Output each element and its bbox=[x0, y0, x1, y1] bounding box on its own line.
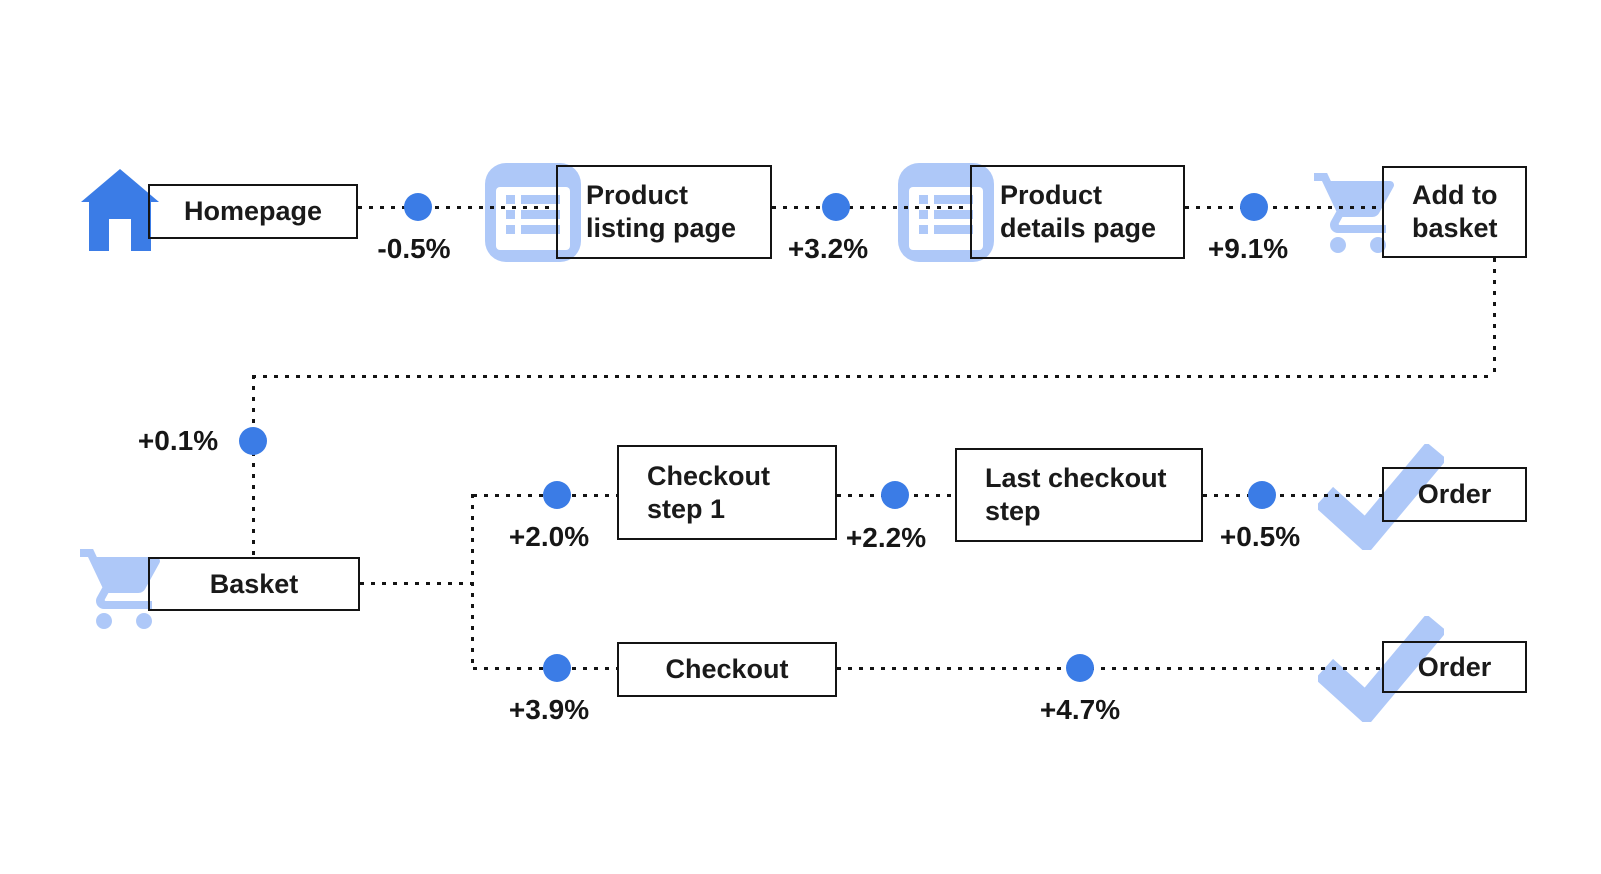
edge-label-basket-checkout: +3.9% bbox=[508, 694, 590, 725]
connector-homepage-listing bbox=[358, 206, 556, 209]
flow-dot bbox=[1248, 481, 1276, 509]
connector-details-addtobasket bbox=[1185, 206, 1382, 209]
node-add-to-basket: Add to basket bbox=[1382, 166, 1527, 258]
edge-label-homepage-listing: -0.5% bbox=[377, 233, 451, 264]
flow-dot bbox=[404, 193, 432, 221]
connector-last-order bbox=[1203, 494, 1382, 497]
flow-dot bbox=[822, 193, 850, 221]
check-icon bbox=[1318, 444, 1444, 550]
node-label-line1: Product bbox=[1000, 180, 1103, 210]
node-homepage: Homepage bbox=[148, 184, 358, 239]
node-label-line2: details page bbox=[1000, 213, 1157, 243]
connector-down-to-basket bbox=[252, 375, 255, 558]
flow-dot bbox=[881, 481, 909, 509]
flow-dot bbox=[543, 481, 571, 509]
edge-label-listing-details: +3.2% bbox=[787, 233, 869, 264]
node-label: Homepage bbox=[183, 196, 323, 226]
node-basket: Basket bbox=[148, 557, 360, 611]
node-label-line1: Last checkout bbox=[985, 463, 1167, 493]
node-product-listing-page: Product listing page bbox=[556, 165, 772, 259]
node-label-line2: listing page bbox=[586, 213, 737, 243]
flow-dot bbox=[239, 427, 267, 455]
node-label: Order bbox=[1417, 479, 1492, 509]
connector-basket-branch bbox=[360, 582, 474, 585]
node-label-line1: Add to bbox=[1412, 180, 1498, 210]
connector-checkout-order bbox=[837, 667, 1382, 670]
connector-return-across bbox=[252, 375, 1495, 378]
node-product-details-page: Product details page bbox=[970, 165, 1185, 259]
connector-addtobasket-down bbox=[1493, 258, 1496, 378]
edge-label-checkout1-last: +2.2% bbox=[845, 522, 927, 553]
node-last-checkout-step: Last checkout step bbox=[955, 448, 1203, 542]
home-icon bbox=[72, 162, 168, 258]
cart-icon bbox=[76, 540, 172, 638]
flow-dot bbox=[543, 654, 571, 682]
flow-dot bbox=[1066, 654, 1094, 682]
flow-dot bbox=[1240, 193, 1268, 221]
node-label: Order bbox=[1417, 651, 1492, 682]
connector-listing-details bbox=[772, 206, 970, 209]
cart-icon bbox=[1310, 164, 1406, 262]
node-label-line2: step 1 bbox=[647, 493, 726, 524]
node-label-line1: Product bbox=[586, 180, 689, 210]
edge-label-addtobasket-basket: +0.1% bbox=[137, 425, 219, 456]
node-label-line1: Checkout bbox=[647, 460, 771, 491]
node-label-line2: basket bbox=[1412, 213, 1498, 243]
edge-label-last-order: +0.5% bbox=[1219, 521, 1301, 552]
node-label: Basket bbox=[209, 568, 299, 599]
edge-label-checkout-order: +4.7% bbox=[1039, 694, 1121, 725]
connector-branch-split bbox=[471, 494, 474, 670]
edge-label-details-addtobasket: +9.1% bbox=[1207, 233, 1289, 264]
node-order-bottom: Order bbox=[1382, 641, 1527, 693]
edge-label-basket-checkout1: +2.0% bbox=[508, 521, 590, 552]
node-order-top: Order bbox=[1382, 467, 1527, 522]
check-icon bbox=[1318, 616, 1444, 722]
node-label-line2: step bbox=[985, 496, 1041, 526]
node-checkout-step-1: Checkout step 1 bbox=[617, 445, 837, 540]
node-checkout: Checkout bbox=[617, 642, 837, 697]
node-label: Checkout bbox=[665, 654, 789, 684]
